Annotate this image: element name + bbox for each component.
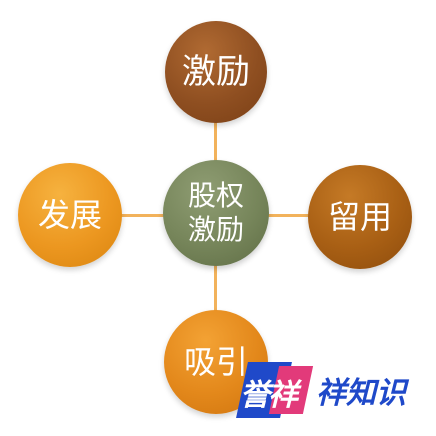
center-label-line1: 股权 (187, 179, 244, 213)
node-retention-label: 留用 (327, 198, 392, 236)
node-equity-incentive-text: 股权 激励 (188, 179, 244, 246)
watermark-logo-text: 誉祥 (240, 378, 298, 413)
watermark-text: 祥知识 (316, 376, 406, 411)
watermark-logo: 誉祥 (236, 362, 314, 418)
node-equity-incentive: 股权 激励 (163, 160, 269, 266)
node-incentive-label: 激励 (182, 51, 250, 92)
node-attraction-label: 吸引 (183, 343, 248, 381)
node-incentive: 激励 (165, 21, 267, 123)
node-development: 发展 (18, 163, 122, 267)
node-development-label: 发展 (37, 196, 102, 234)
watermark: 誉祥 祥知识 (236, 362, 428, 418)
center-label-line2: 激励 (187, 213, 244, 246)
node-retention: 留用 (308, 165, 412, 269)
